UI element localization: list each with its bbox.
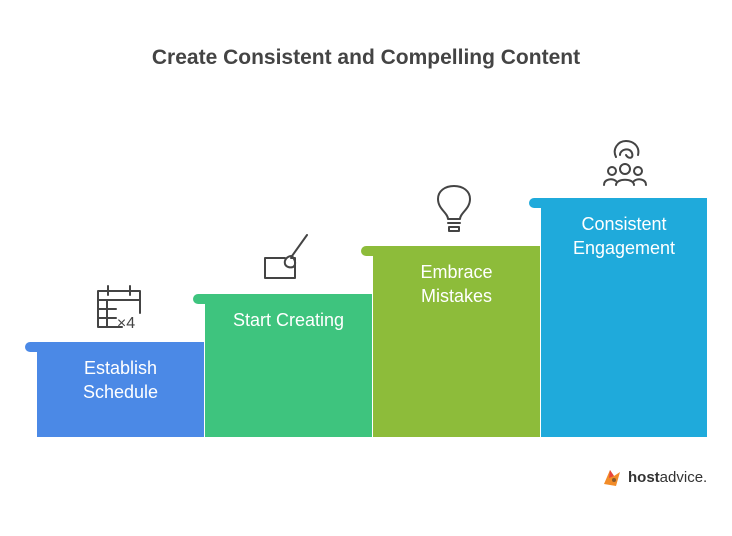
community-engagement-icon (603, 140, 647, 186)
diagram-title: Create Consistent and Compelling Content (151, 46, 581, 69)
step-label: Establish Schedule (82, 358, 159, 402)
step-consistent-engagement: Consistent Engagement (529, 198, 707, 437)
step-label: Embrace Mistakes (420, 262, 493, 306)
step-label: Consistent Engagement (572, 214, 676, 258)
lightbulb-icon (437, 185, 471, 232)
step-block (205, 298, 372, 437)
hostadvice-wordmark: hostadvice. (628, 469, 707, 486)
step-embrace-mistakes: Embrace Mistakes (361, 246, 540, 437)
step-block (373, 250, 540, 437)
hostadvice-mascot-icon (604, 470, 620, 486)
step-block (541, 202, 707, 437)
brand-name-bold: host (628, 469, 660, 486)
brand-name-regular: advice. (659, 469, 708, 486)
hostadvice-logo: hostadvice. (600, 466, 710, 490)
calendar-times-4-icon: ×4 (97, 285, 141, 332)
step-establish-schedule: Establish Schedule (25, 342, 204, 437)
step-start-creating: Start Creating (193, 294, 372, 437)
step-label: Start Creating (232, 310, 345, 330)
calendar-icon-text: ×4 (117, 315, 135, 332)
paintbrush-icon (264, 234, 308, 279)
step-block (37, 346, 204, 437)
